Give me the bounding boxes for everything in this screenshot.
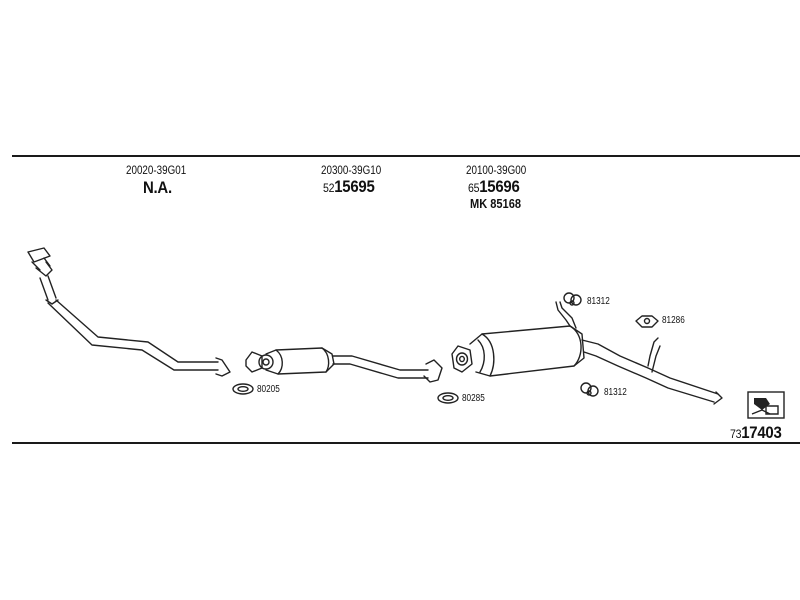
center-muffler	[245, 347, 443, 383]
section-3-ref-main: 15696	[479, 177, 520, 196]
section-2-ref-main: 15695	[334, 177, 375, 196]
top-divider	[12, 155, 800, 157]
gasket-1-shape	[232, 383, 254, 395]
section-3-part-number: 20100-39G00	[466, 163, 527, 177]
section-3-ref: 6515696	[468, 177, 520, 197]
gasket-2-label: 80285	[462, 393, 485, 404]
bottom-divider	[12, 442, 800, 444]
section-3-mk-label: MK 85168	[470, 196, 521, 211]
front-pipe	[27, 247, 231, 377]
diagram-number: 7317403	[730, 423, 782, 443]
gasket-2-shape	[437, 392, 459, 404]
hanger-rubber-right-shape	[635, 315, 659, 328]
manual-reference-icon	[747, 391, 785, 419]
diagram-number-main: 17403	[741, 423, 782, 442]
section-2-ref: 5215695	[323, 177, 375, 197]
section-1-ref: N.A.	[143, 178, 172, 197]
section-3-ref-prefix: 65	[468, 181, 480, 195]
section-2-part-number: 20300-39G10	[321, 163, 382, 177]
hanger-bottom-label: 81312	[604, 387, 627, 398]
section-1-part-number: 20020-39G01	[126, 163, 187, 177]
section-2-ref-prefix: 52	[323, 181, 335, 195]
hanger-rubber-bottom-shape	[580, 382, 599, 397]
hanger-right-label: 81286	[662, 315, 685, 326]
rear-muffler	[451, 301, 723, 405]
hanger-top-label: 81312	[587, 296, 610, 307]
hanger-rubber-top-shape	[563, 292, 582, 306]
diagram-number-prefix: 73	[730, 427, 742, 441]
gasket-1-label: 80205	[257, 384, 280, 395]
